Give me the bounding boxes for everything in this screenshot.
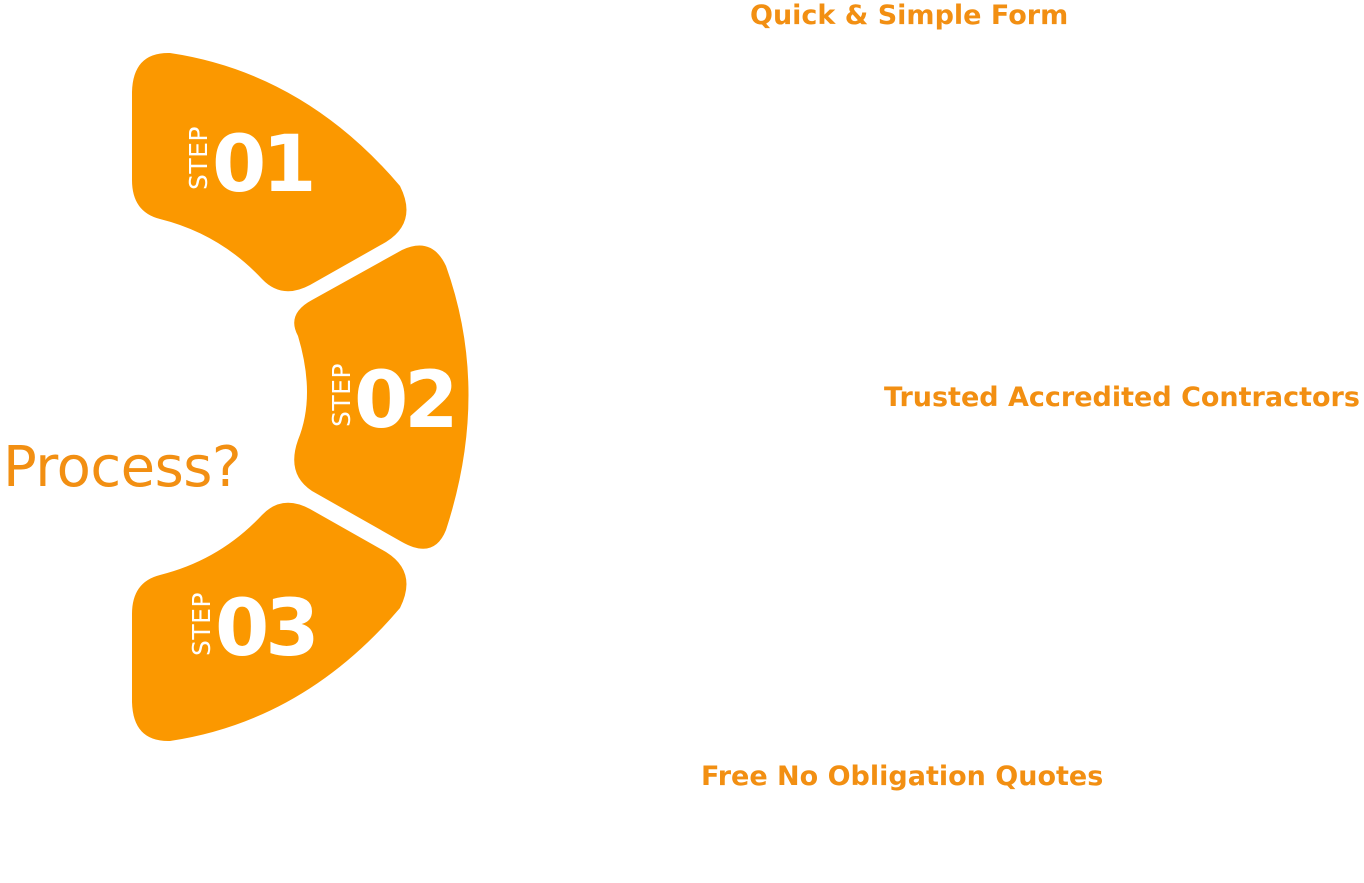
step-02-word: STEP [327, 363, 356, 427]
feature-label-3: Free No Obligation Quotes [701, 761, 1104, 792]
step-03-segment: STEP 03 [132, 502, 407, 742]
step-01-number: 01 [212, 120, 313, 210]
step-02-number: 02 [354, 356, 455, 446]
step-02-segment: STEP 02 [294, 245, 469, 549]
feature-label-1: Quick & Simple Form [750, 0, 1069, 31]
step-03-word: STEP [187, 592, 216, 656]
feature-label-2: Trusted Accredited Contractors [884, 382, 1360, 413]
step-01-segment: STEP 01 [132, 52, 407, 292]
process-heading: Process? [3, 435, 242, 500]
step-01-word: STEP [184, 126, 213, 190]
step-03-number: 03 [215, 584, 316, 674]
